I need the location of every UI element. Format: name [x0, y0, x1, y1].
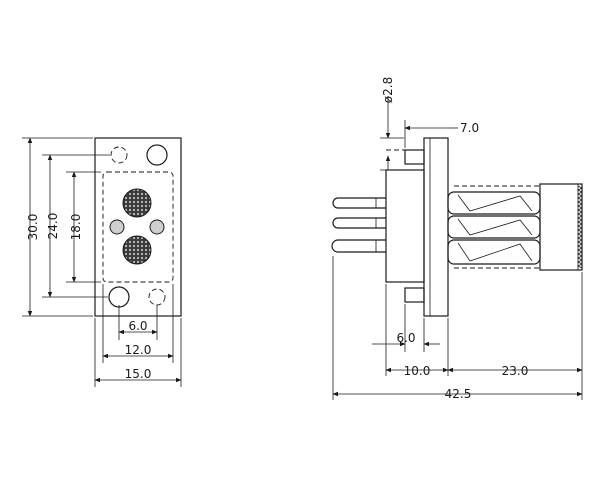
signal-contact-left — [109, 219, 125, 235]
side-front-pins — [331, 197, 386, 253]
dim-overall-length: 42.5 — [445, 387, 472, 401]
dim-pin-offset: 6.0 — [396, 331, 415, 345]
side-rear-sleeves — [447, 185, 541, 269]
dim-hole-spacing-vertical: 24.0 — [46, 213, 60, 240]
dim-hole-spacing-horizontal: 12.0 — [125, 343, 152, 357]
side-flange — [423, 137, 449, 317]
power-contact-lower — [122, 235, 152, 265]
side-view: ø2.8 7.0 6.0 10.0 23.0 42.5 — [331, 77, 583, 401]
dim-overall-height: 30.0 — [26, 214, 40, 241]
dim-pin-diameter: ø2.8 — [381, 77, 395, 103]
front-flange-outline — [94, 137, 182, 317]
mounting-hole-bottom-right — [148, 288, 166, 306]
mounting-hole-top-right — [146, 144, 168, 166]
dim-contact-offset: 6.0 — [128, 319, 147, 333]
mounting-hole-bottom-left — [108, 286, 130, 308]
dim-flange-thickness: 7.0 — [460, 121, 479, 135]
dim-overall-width: 15.0 — [125, 367, 152, 381]
dim-body-length: 10.0 — [404, 364, 431, 378]
dim-tail-length: 23.0 — [502, 364, 529, 378]
signal-contact-right — [149, 219, 165, 235]
side-body — [385, 169, 425, 283]
side-knurled-nut — [539, 183, 583, 271]
mounting-hole-top-left — [110, 146, 128, 164]
front-view: 30.0 24.0 18.0 6.0 12.0 15.0 — [22, 137, 182, 387]
side-top-boss — [404, 149, 425, 165]
side-bottom-boss — [404, 287, 425, 303]
power-contact-upper — [122, 188, 152, 218]
dim-window-height: 18.0 — [69, 214, 83, 241]
